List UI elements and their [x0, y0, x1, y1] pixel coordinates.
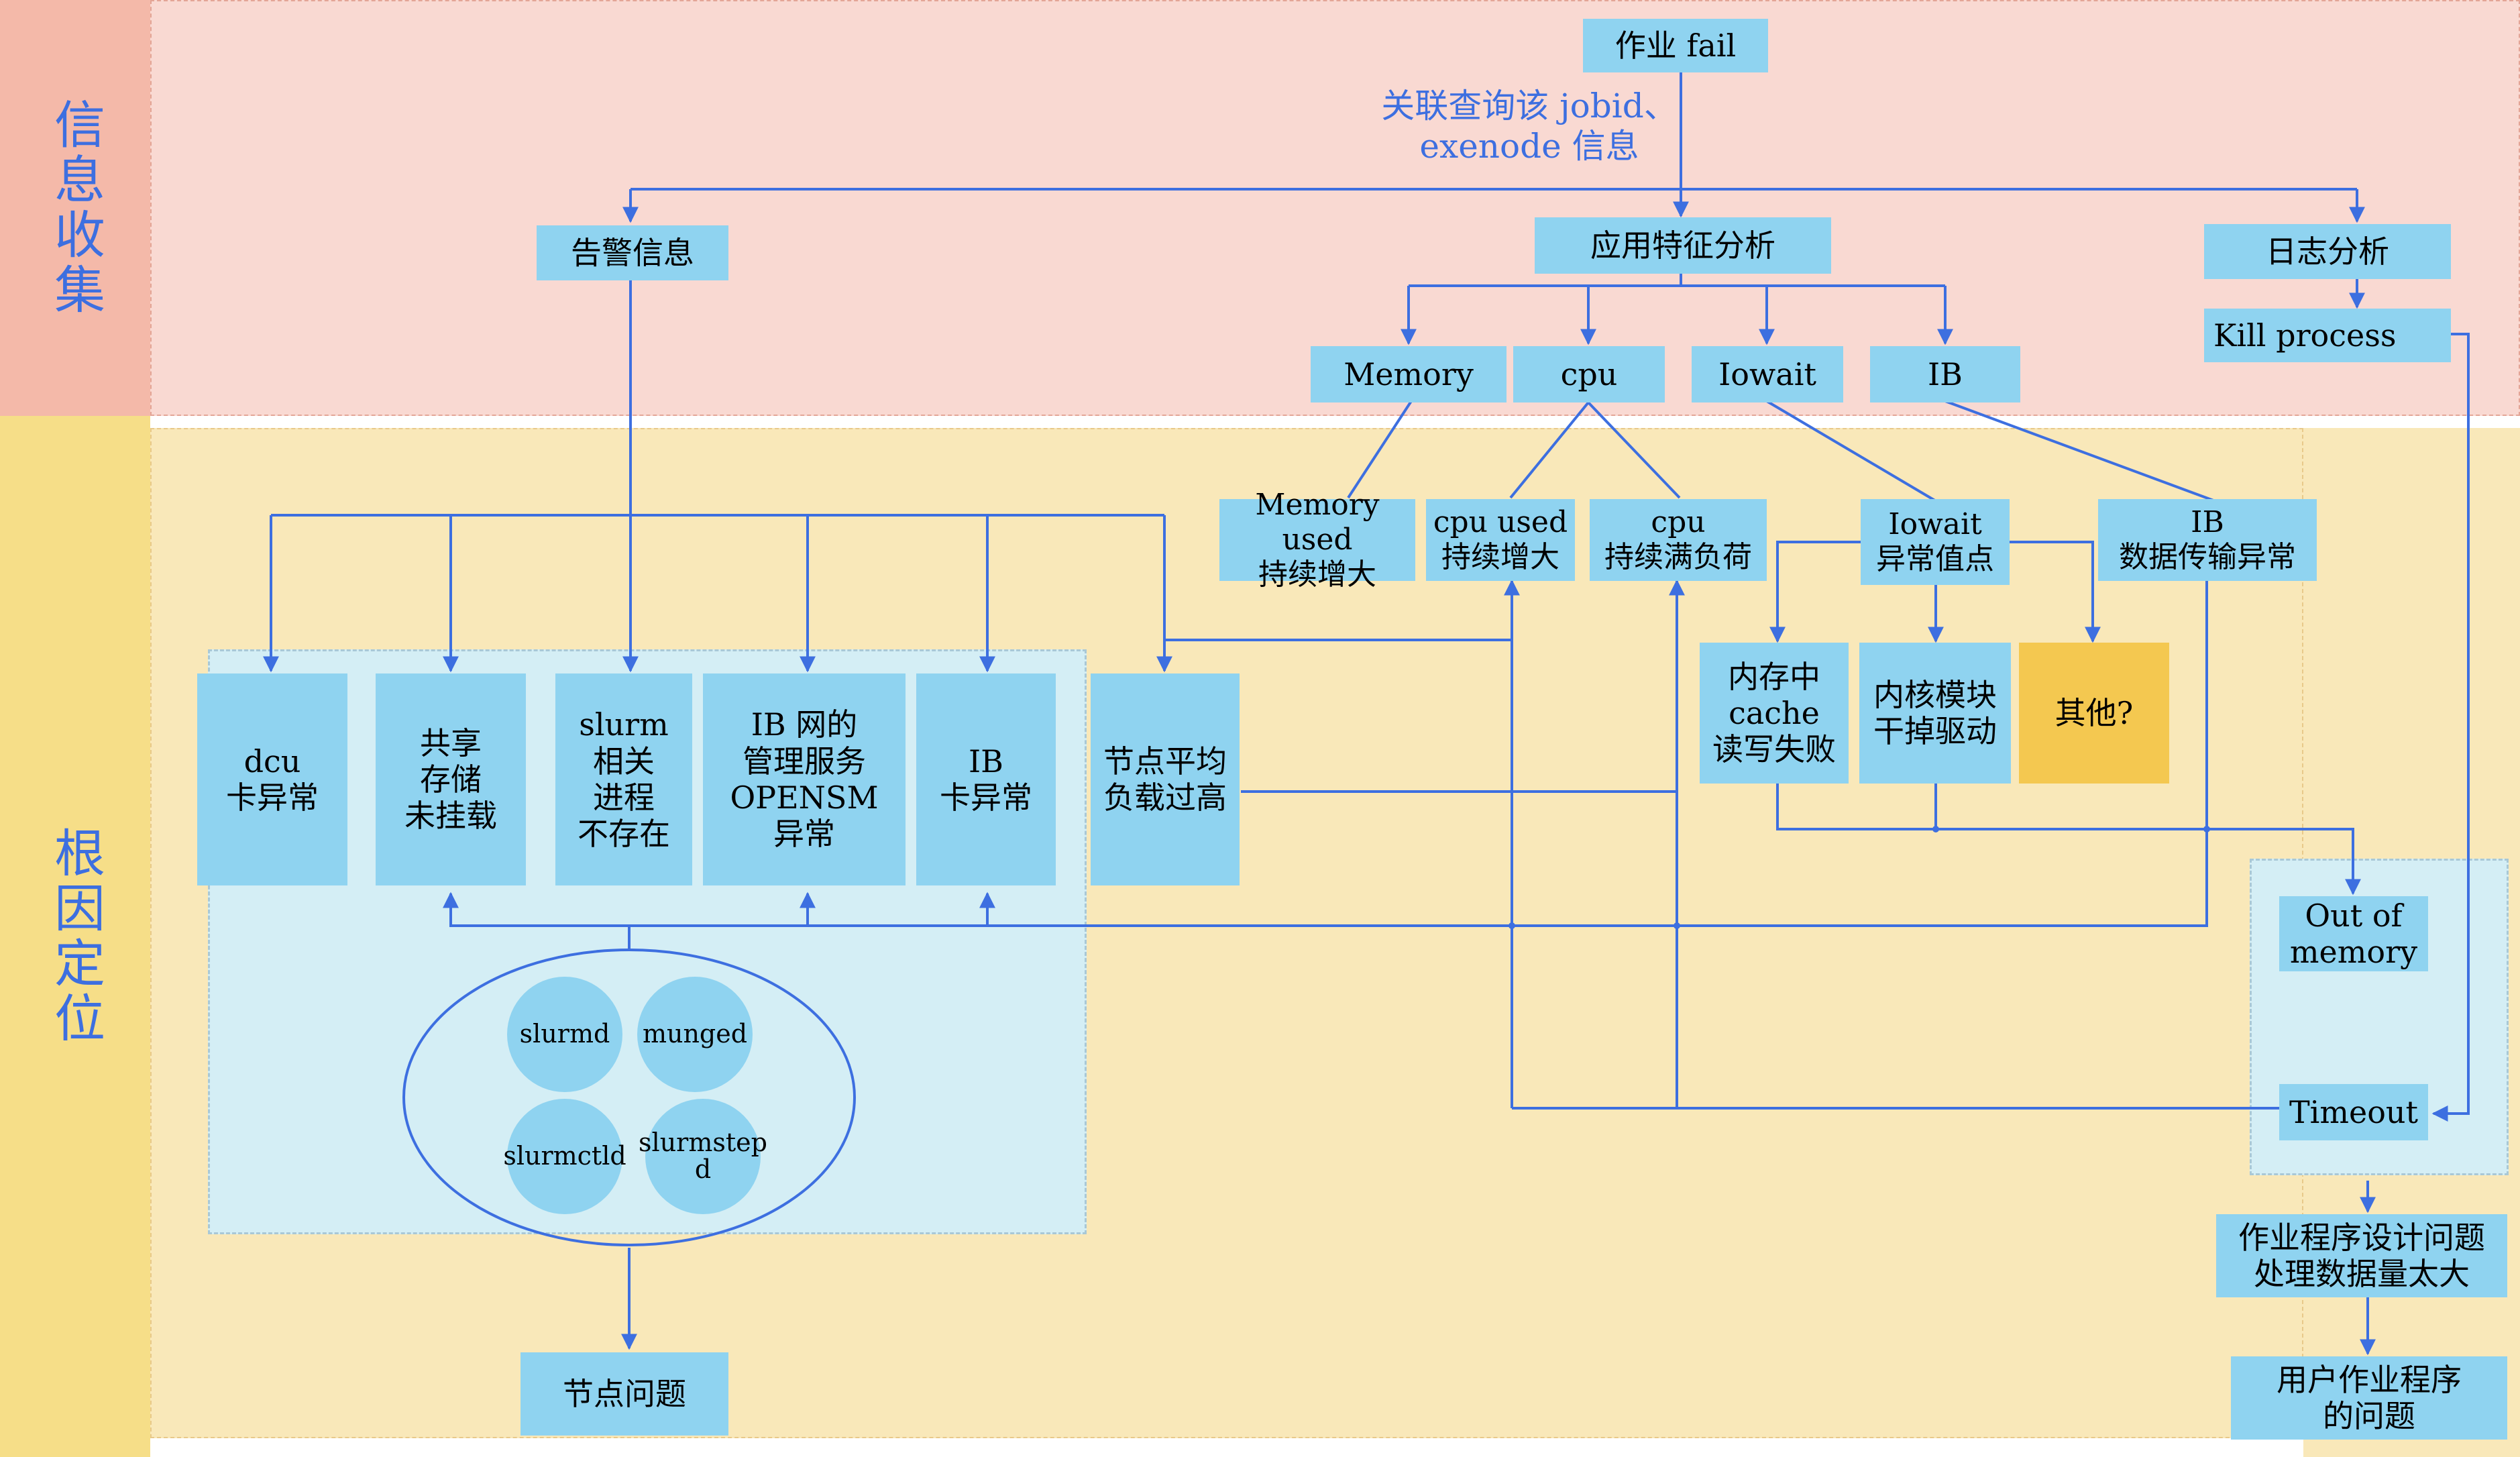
dcu-card-error-box: dcu 卡异常	[197, 673, 347, 885]
user-program-issue-box: 用户作业程序 的问题	[2231, 1356, 2507, 1440]
out-of-memory-box: Out of memory	[2279, 896, 2428, 971]
memory-used-box: Memory used 持续增大	[1219, 488, 1415, 592]
info-collection-band	[0, 0, 150, 416]
timeout-box: Timeout	[2279, 1084, 2428, 1140]
kernel-module-kill-driver-box: 内核模块 干掉驱动	[1859, 643, 2011, 784]
app-analysis-box: 应用特征分析	[1535, 217, 1831, 274]
metric-ib-box: IB	[1870, 346, 2020, 402]
slurmd-circle: slurmd	[507, 977, 622, 1092]
query-note: 关联查询该 jobid、 exenode 信息	[1381, 87, 1678, 166]
info-collection-label: 信息收集	[46, 98, 105, 318]
ib-transfer-error-box: IB 数据传输异常	[2098, 499, 2317, 581]
log-analysis-box: 日志分析	[2204, 224, 2451, 279]
slurmstepd-circle: slurmstep d	[639, 1099, 767, 1214]
slurmctld-circle: slurmctld	[503, 1099, 626, 1214]
node-load-high-box: 节点平均 负载过高	[1091, 673, 1240, 885]
slurm-services-ellipse	[402, 949, 856, 1246]
job-fail-box: 作业 fail	[1583, 19, 1768, 72]
root-cause-band	[0, 416, 150, 1457]
kill-process-box: Kill process	[2204, 309, 2451, 362]
cache-rw-fail-box: 内存中 cache 读写失败	[1700, 643, 1849, 784]
shared-storage-unmounted-box: 共享 存储 未挂载	[376, 673, 526, 885]
job-design-issue-box: 作业程序设计问题 处理数据量太大	[2216, 1214, 2507, 1297]
root-cause-label: 根因定位	[46, 826, 105, 1046]
other-cause-box: 其他?	[2019, 643, 2169, 784]
ib-opensm-error-box: IB 网的 管理服务 OPENSM 异常	[703, 673, 906, 885]
metric-iowait-box: Iowait	[1692, 346, 1843, 402]
metric-memory-box: Memory	[1311, 346, 1506, 402]
munged-circle: munged	[637, 977, 753, 1092]
ib-card-error-box: IB 卡异常	[916, 673, 1056, 885]
cpu-full-load-box: cpu 持续满负荷	[1590, 499, 1767, 581]
cpu-used-box: cpu used 持续增大	[1426, 499, 1575, 581]
slurm-process-missing-box: slurm 相关 进程 不存在	[555, 673, 692, 885]
node-issue-box: 节点问题	[521, 1352, 728, 1436]
metric-cpu-box: cpu	[1513, 346, 1665, 402]
iowait-peak-box: Iowait 异常值点	[1861, 499, 2010, 585]
alarm-info-box: 告警信息	[537, 225, 728, 280]
